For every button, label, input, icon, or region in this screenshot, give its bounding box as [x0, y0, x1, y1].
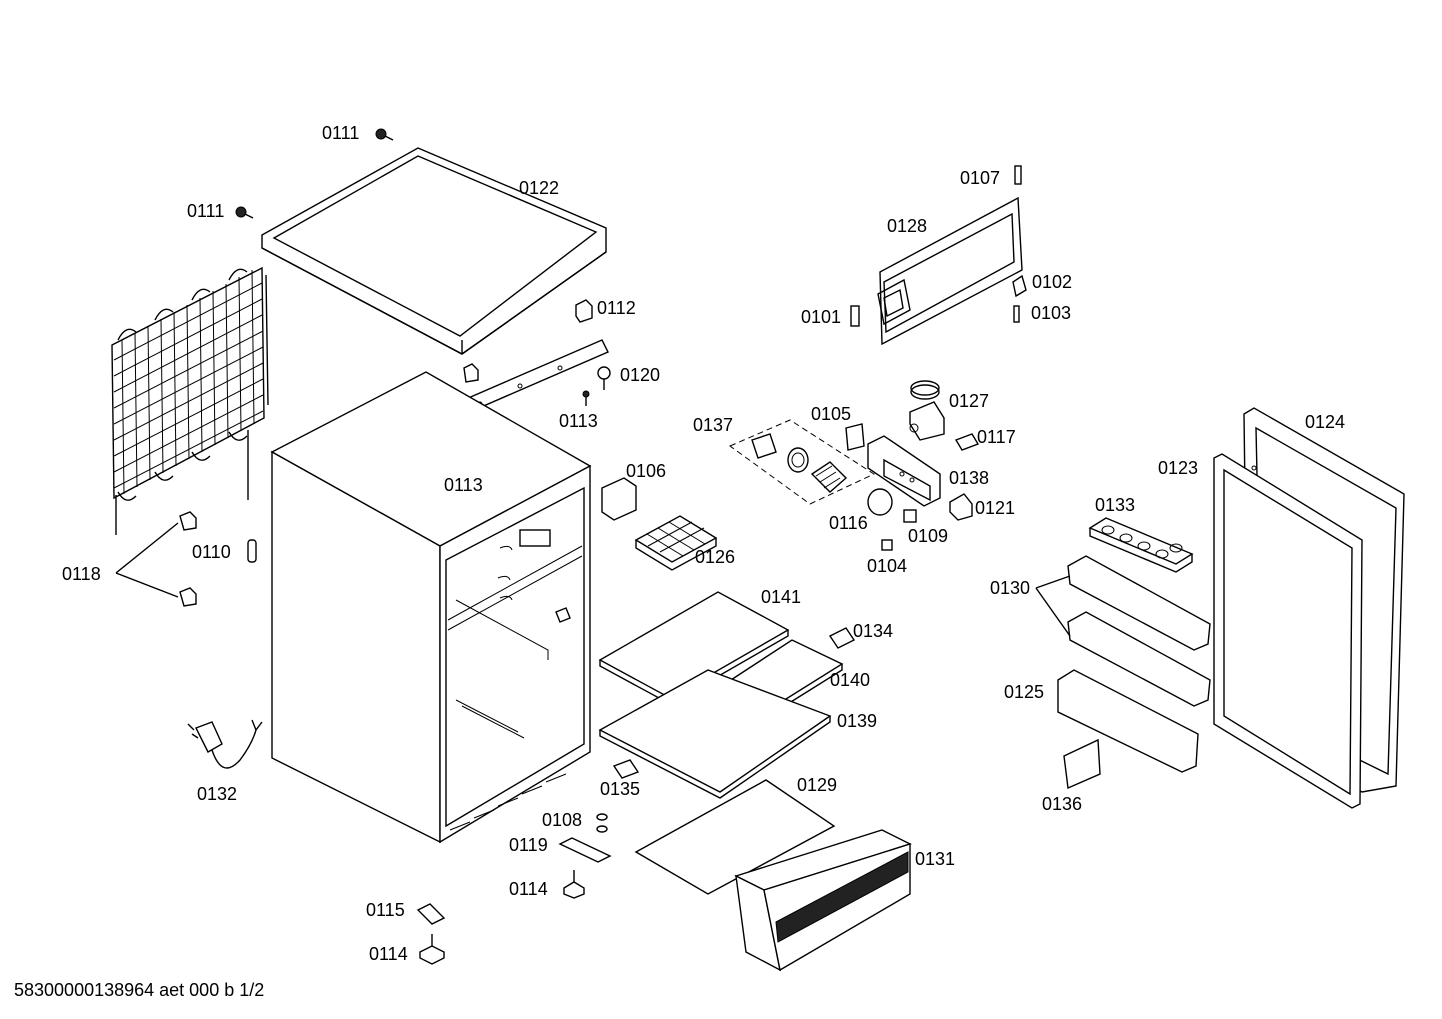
- shelf-0139: [598, 669, 832, 799]
- thermostat-housing-0138: [867, 435, 941, 507]
- label-0121: 0121: [975, 498, 1015, 518]
- label-0137: 0137: [693, 415, 733, 435]
- button-0109: [903, 509, 917, 523]
- catch-0101: [850, 305, 860, 327]
- label-0120: 0120: [620, 365, 660, 385]
- pin-0107: [1014, 165, 1022, 185]
- lamp-group-0137: [728, 419, 876, 505]
- freezer-door-flap: [877, 196, 1023, 346]
- door-bin-0130-lower: [1067, 611, 1211, 707]
- label-0127: 0127: [949, 391, 989, 411]
- label-0140: 0140: [830, 670, 870, 690]
- label-0125: 0125: [1004, 682, 1044, 702]
- screw-0120: [597, 366, 611, 390]
- lamp-socket-0121: [949, 493, 973, 521]
- foot-0114-b: [419, 934, 445, 965]
- clip-0118-lower: [179, 587, 197, 607]
- label-0104: 0104: [867, 556, 907, 576]
- label-0135: 0135: [600, 779, 640, 799]
- plate-0105: [845, 423, 865, 451]
- label-0117: 0117: [977, 427, 1016, 447]
- label-0131: 0131: [915, 849, 955, 869]
- label-0119: 0119: [509, 835, 548, 855]
- thermostat-sensor-0110: [247, 539, 257, 563]
- screw-0113-a: [582, 390, 590, 406]
- part-labels: 0111 0111 0122 0112 0120 0113 0113 0110 …: [62, 123, 1345, 964]
- label-0114-a: 0114: [509, 879, 548, 899]
- shelf-support-0134: [828, 627, 856, 649]
- label-0122: 0122: [519, 178, 559, 198]
- clip-0112: [575, 299, 593, 323]
- label-0106: 0106: [626, 461, 666, 481]
- bin-divider-0136: [1063, 738, 1101, 790]
- door-bin-0130-upper: [1067, 555, 1211, 651]
- label-0109: 0109: [908, 526, 948, 546]
- label-0101: 0101: [801, 307, 841, 327]
- washers-0108: [596, 813, 608, 833]
- label-0126: 0126: [695, 547, 735, 567]
- label-0130: 0130: [990, 578, 1030, 598]
- bracket-0115: [416, 903, 446, 925]
- clip-0104: [881, 539, 893, 551]
- label-0115: 0115: [366, 900, 405, 920]
- label-0113-a: 0113: [559, 411, 598, 431]
- switch-0117: [954, 433, 980, 451]
- label-0123: 0123: [1158, 458, 1198, 478]
- knob-0116: [867, 488, 893, 516]
- top-cover: [261, 147, 607, 355]
- label-0102: 0102: [1032, 272, 1072, 292]
- document-id-footer: 58300000138964 aet 000 b 1/2: [14, 980, 265, 1000]
- egg-tray-0133: [1088, 517, 1194, 573]
- shelf-support-0135: [612, 759, 640, 779]
- label-0108: 0108: [542, 810, 582, 830]
- label-0139: 0139: [837, 711, 877, 731]
- label-0107: 0107: [960, 168, 1000, 188]
- label-0136: 0136: [1042, 794, 1082, 814]
- condenser-coil: [111, 266, 269, 535]
- clip-0118-upper: [179, 511, 197, 531]
- door-gasket-0123: [1213, 453, 1363, 809]
- screw-0111-top: [375, 128, 394, 141]
- clip-top-body: [463, 363, 479, 383]
- foot-0114-a: [563, 870, 585, 899]
- ice-cube-tray: [634, 515, 718, 571]
- label-0111-top: 0111: [322, 123, 359, 143]
- label-0110: 0110: [192, 542, 231, 562]
- label-0114-b: 0114: [369, 944, 408, 964]
- label-0141: 0141: [761, 587, 801, 607]
- label-0118: 0118: [62, 564, 101, 584]
- door-bin-0125: [1057, 669, 1199, 773]
- screw-0111-left: [235, 206, 254, 219]
- label-0113-b: 0113: [444, 475, 483, 495]
- label-0128: 0128: [887, 216, 927, 236]
- hinge-0102: [1012, 274, 1027, 298]
- label-0138: 0138: [949, 468, 989, 488]
- label-0116: 0116: [829, 513, 868, 533]
- label-0129: 0129: [797, 775, 837, 795]
- label-0112: 0112: [597, 298, 636, 318]
- label-0134: 0134: [853, 621, 893, 641]
- label-0133: 0133: [1095, 495, 1135, 515]
- power-cord: [187, 719, 263, 769]
- label-0111-left: 0111: [187, 201, 224, 221]
- bracket-0119: [558, 837, 612, 863]
- thermostat-0127: [909, 380, 945, 441]
- crisper-drawer: [734, 829, 912, 972]
- pin-0103: [1013, 305, 1020, 323]
- cabinet-body: [270, 371, 592, 844]
- shelf-0129: [634, 779, 836, 895]
- label-0103: 0103: [1031, 303, 1071, 323]
- label-0132: 0132: [197, 784, 237, 804]
- label-0105: 0105: [811, 404, 851, 424]
- cover-0106: [601, 477, 637, 521]
- label-0124: 0124: [1305, 412, 1345, 432]
